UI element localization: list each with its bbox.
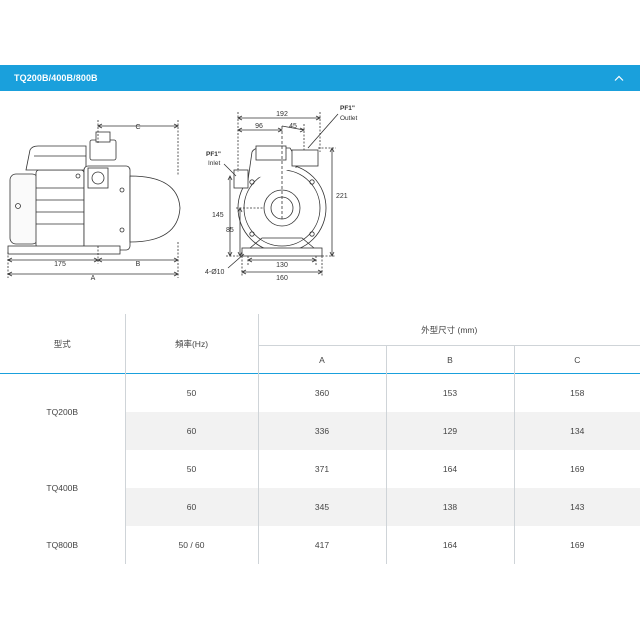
model-name: TQ800B <box>46 540 79 550</box>
pump-side-view <box>7 131 181 255</box>
dimension-drawing: C 175 B A 192 96 45 PF1" Outlet PF1" Inl… <box>7 105 358 282</box>
freq-cell: 50 <box>124 373 258 412</box>
header-dim-a: A <box>257 345 386 374</box>
dim-221-label: 221 <box>336 193 348 200</box>
freq-cell: 60 <box>124 488 258 526</box>
dim-145-label: 145 <box>212 212 224 219</box>
table-row: 60 345 138 143 <box>0 488 640 526</box>
dim-85-label: 85 <box>226 227 234 234</box>
header-dimensions: 外型尺寸 (mm) <box>257 314 640 346</box>
dim-c-cell: 169 <box>513 450 640 488</box>
model-name: TQ400B <box>46 483 79 493</box>
collapse-toggle[interactable] <box>610 69 628 87</box>
section-header[interactable]: TQ200B/400B/800B <box>0 65 640 91</box>
table-row: 60 336 129 134 <box>0 412 640 450</box>
dim-a-cell: 417 <box>257 526 386 564</box>
dim-c-cell: 158 <box>513 373 640 412</box>
dim-a-cell: 345 <box>257 488 386 526</box>
dim-a-cell: 371 <box>257 450 386 488</box>
dim-175-label: 175 <box>54 261 66 268</box>
outlet-label: Outlet <box>340 115 358 122</box>
dim-96-label: 96 <box>255 123 263 130</box>
dimensions-table: 型式 頻率(Hz) 外型尺寸 (mm) A B C TQ200B 50 360 … <box>0 314 640 564</box>
dim-192-label: 192 <box>276 111 288 118</box>
mounting-holes-label: 4-Ø10 <box>205 269 225 276</box>
dim-160-label: 160 <box>276 275 288 282</box>
dim-a-cell: 360 <box>257 373 386 412</box>
dim-b-cell: 164 <box>385 450 514 488</box>
model-name: TQ200B <box>46 407 79 417</box>
freq-cell: 50 <box>124 450 258 488</box>
outlet-size-label: PF1" <box>340 105 355 112</box>
dim-45-label: 45 <box>289 123 297 130</box>
dim-a-label: A <box>91 275 96 282</box>
dim-c-cell: 143 <box>513 488 640 526</box>
dim-b-cell: 153 <box>385 373 514 412</box>
table-row: TQ400B 50 371 164 169 <box>0 450 640 493</box>
header-frequency: 頻率(Hz) <box>124 314 258 374</box>
dim-b-cell: 129 <box>385 412 514 450</box>
dim-c-cell: 134 <box>513 412 640 450</box>
table-row: TQ200B 50 360 153 158 <box>0 373 640 417</box>
chevron-up-icon <box>614 75 624 81</box>
dim-b-cell: 164 <box>385 526 514 564</box>
dim-c-label: C <box>135 124 140 131</box>
dim-c-cell: 169 <box>513 526 640 564</box>
freq-cell: 60 <box>124 412 258 450</box>
dim-130-label: 130 <box>276 262 288 269</box>
header-dim-b: B <box>385 345 514 374</box>
table-row: TQ800B 50 / 60 417 164 169 <box>0 526 640 564</box>
inlet-label: Inlet <box>208 160 220 167</box>
freq-cell: 50 / 60 <box>124 526 258 564</box>
header-dim-c: C <box>513 345 640 374</box>
pump-front-view <box>233 145 327 257</box>
dim-b-cell: 138 <box>385 488 514 526</box>
inlet-size-label: PF1" <box>206 151 221 158</box>
dim-b-label: B <box>136 261 141 268</box>
section-title: TQ200B/400B/800B <box>14 73 98 83</box>
dim-a-cell: 336 <box>257 412 386 450</box>
header-model: 型式 <box>53 338 71 349</box>
